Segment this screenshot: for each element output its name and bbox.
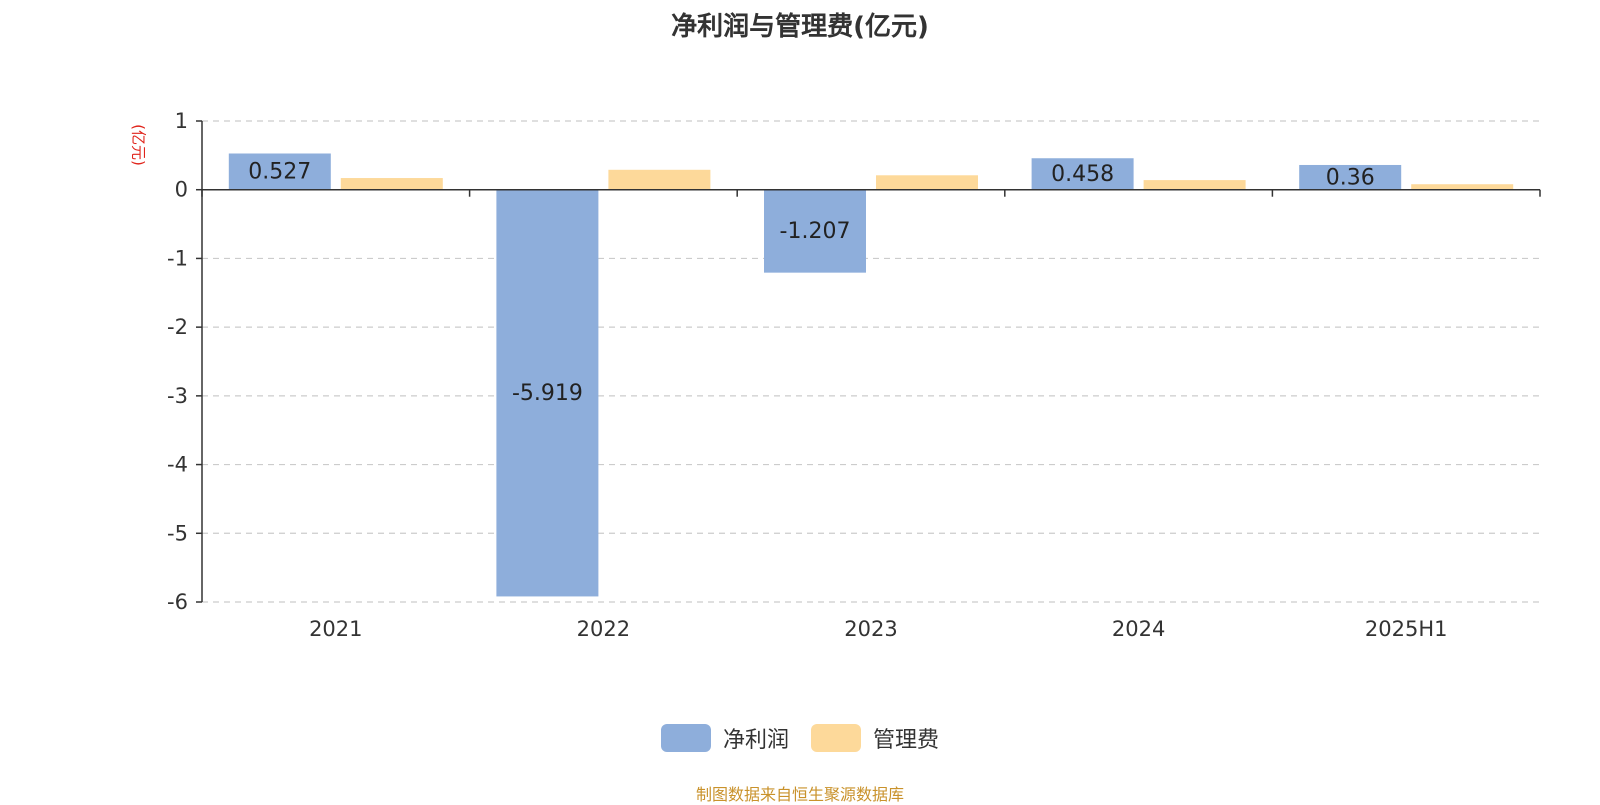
y-tick-label: -4 <box>167 453 188 477</box>
legend-label-admin-fee: 管理费 <box>873 728 940 753</box>
bar-net-profit-2021 <box>228 153 331 190</box>
chart-title: 净利润与管理费(亿元) <box>671 12 929 42</box>
data-label: -5.919 <box>512 381 583 406</box>
x-tick-label: 2024 <box>1112 617 1165 641</box>
y-tick-label: -6 <box>167 590 188 614</box>
y-tick-label: -2 <box>167 315 188 339</box>
bar-admin-fee-2022 <box>608 169 711 190</box>
y-tick-label: -1 <box>167 246 188 270</box>
bar-net-profit-2024 <box>1031 158 1134 190</box>
bar-admin-fee-2023 <box>876 175 978 190</box>
x-tick-label: 2025H1 <box>1365 617 1448 641</box>
legend-item-admin-fee[interactable]: 管理费 <box>811 722 939 754</box>
y-tick-label: -5 <box>167 521 188 545</box>
data-label: 0.36 <box>1326 165 1375 190</box>
legend: 净利润 管理费 <box>0 722 1600 754</box>
data-labels: 0.527 -5.919 -1.207 0.458 0.36 <box>248 160 1374 406</box>
bar-net-profit-2025H1 <box>1299 164 1402 190</box>
data-label: 0.527 <box>248 160 311 185</box>
bars <box>228 153 1514 597</box>
legend-swatch-net-profit <box>660 724 711 752</box>
bar-admin-fee-2025H1 <box>1411 184 1514 190</box>
legend-item-net-profit[interactable]: 净利润 <box>660 722 789 754</box>
data-label: 0.458 <box>1051 162 1114 187</box>
x-tick-label: 2021 <box>309 617 362 641</box>
y-tick-label: -3 <box>167 384 188 408</box>
bar-admin-fee-2024 <box>1143 180 1246 190</box>
bar-net-profit-2023 <box>764 189 866 273</box>
x-tick-label: 2022 <box>577 617 630 641</box>
y-tick-label: 1 <box>175 109 188 133</box>
grid-lines <box>202 120 1540 603</box>
bar-admin-fee-2021 <box>340 178 443 190</box>
y-tick-label: 0 <box>175 178 188 202</box>
legend-swatch-admin-fee <box>811 724 861 752</box>
legend-label-net-profit: 净利润 <box>722 728 789 753</box>
data-source-note: 制图数据来自恒生聚源数据库 <box>695 785 904 804</box>
data-label: -1.207 <box>780 219 851 244</box>
axes: 1 0 -1 -2 -3 -4 -5 -6 2021 2022 2023 2024 2025H1 <box>167 109 1541 641</box>
bar-net-profit-2022 <box>496 189 599 597</box>
x-tick-label: 2023 <box>844 617 897 641</box>
